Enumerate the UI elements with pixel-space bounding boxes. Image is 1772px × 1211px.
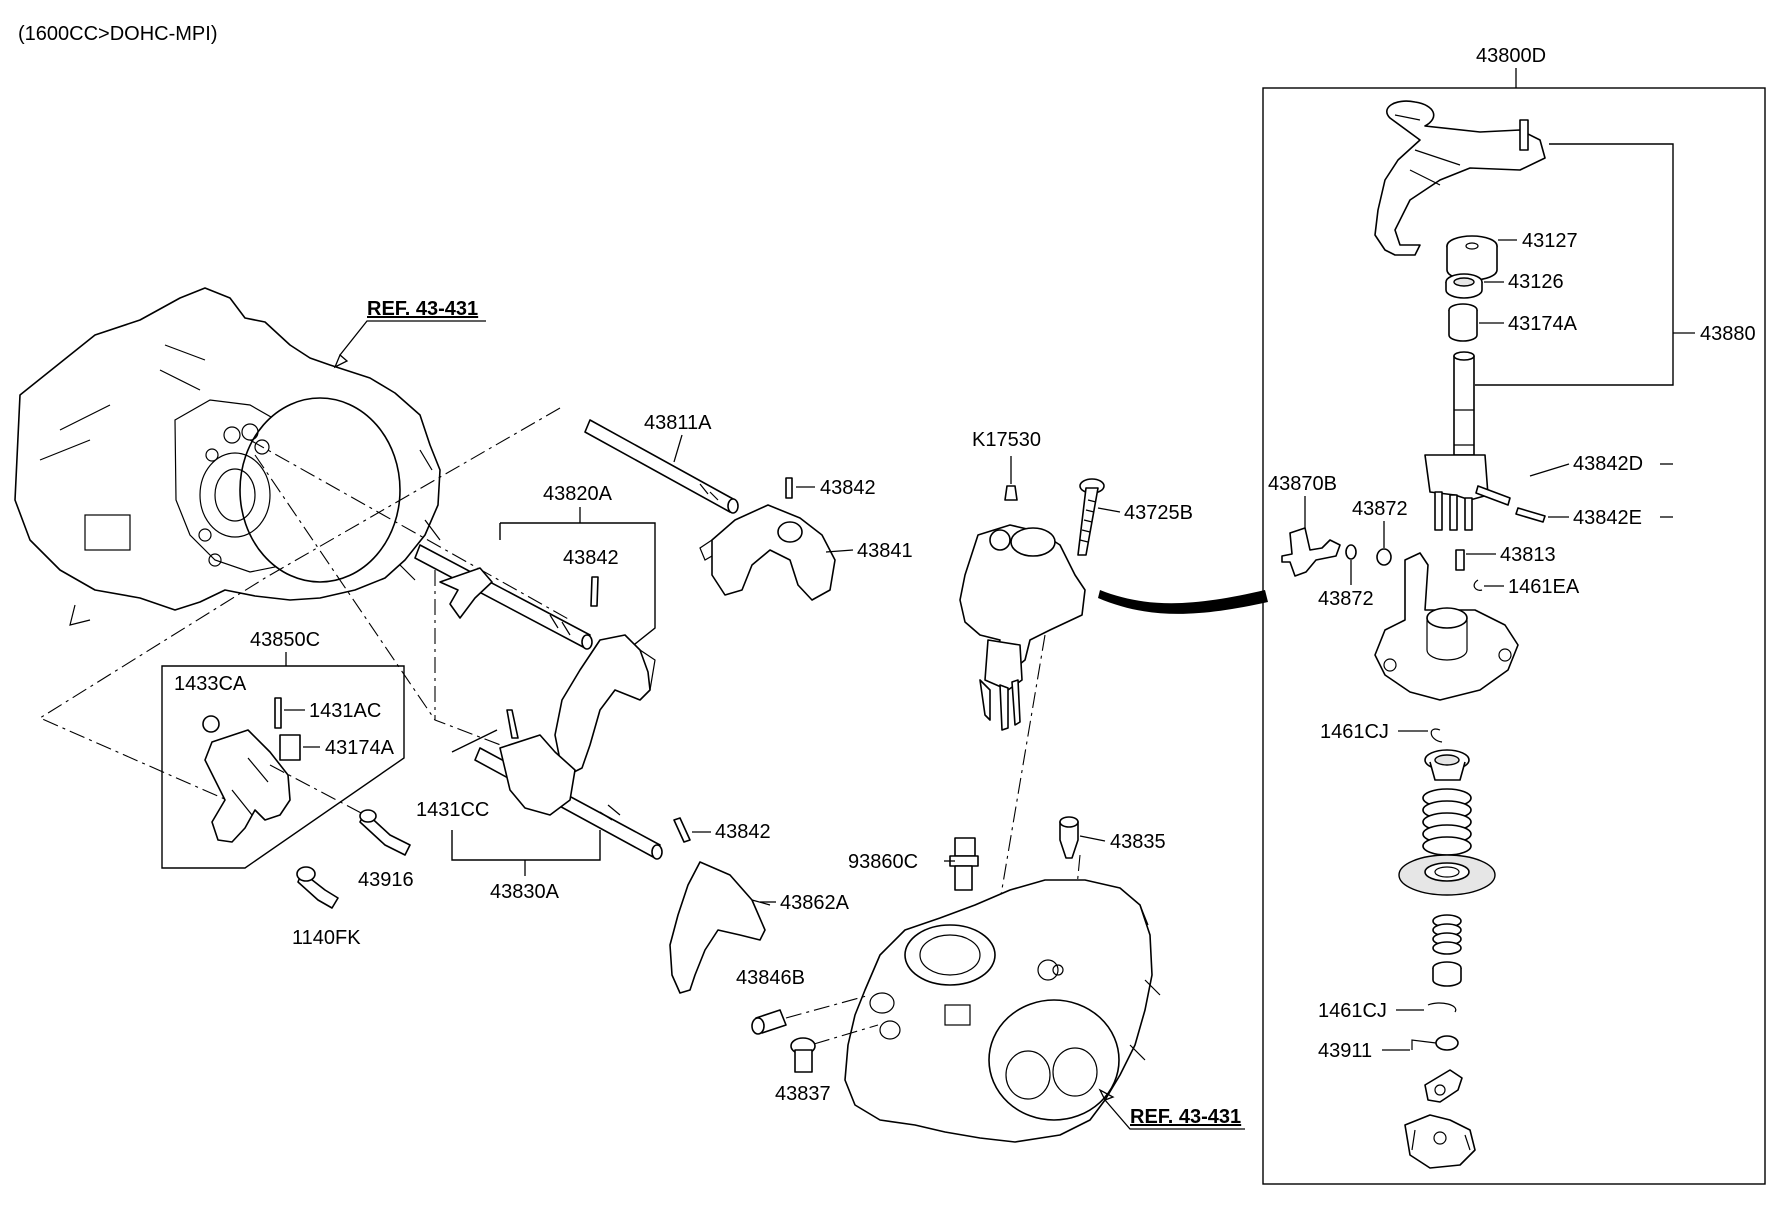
label-43830A[interactable]: 43830A (490, 881, 560, 903)
shift-lever-icon (1374, 100, 1546, 256)
shift-shaft-icon (1424, 351, 1489, 531)
label-43174A-left[interactable]: 43174A (325, 737, 395, 759)
shift-fork-icon (669, 861, 771, 994)
label-43911[interactable]: 43911 (1318, 1040, 1372, 1062)
label-43174A-right[interactable]: 43174A (1508, 313, 1578, 335)
coil-spring-icon (1432, 914, 1462, 955)
washer-icon (1398, 854, 1496, 896)
label-43862A[interactable]: 43862A (780, 892, 850, 914)
bushing-icon (1432, 961, 1462, 987)
label-43835[interactable]: 43835 (1110, 831, 1166, 853)
label-43842-b[interactable]: 43842 (563, 547, 619, 569)
label-43842-c[interactable]: 43842 (715, 821, 771, 843)
label-43811A[interactable]: 43811A (644, 412, 712, 434)
label-1431CC[interactable]: 1431CC (416, 799, 489, 821)
label-43837[interactable]: 43837 (775, 1083, 831, 1105)
shift-rail-icon (474, 709, 663, 860)
transmission-case-icon (844, 879, 1161, 1143)
label-43870B[interactable]: 43870B (1268, 473, 1337, 495)
seal-icon (1445, 273, 1483, 299)
label-43127[interactable]: 43127 (1522, 230, 1578, 252)
retainer-icon (1424, 749, 1470, 781)
label-1461CJ-b[interactable]: 1461CJ (1318, 1000, 1387, 1022)
shift-rail-icon (584, 419, 739, 514)
label-1461EA[interactable]: 1461EA (1508, 576, 1580, 598)
assembly-43800D-box (1262, 87, 1766, 1185)
bushing-icon (1448, 303, 1478, 342)
label-1461CJ-a[interactable]: 1461CJ (1320, 721, 1389, 743)
label-1431AC[interactable]: 1431AC (309, 700, 381, 722)
bolt-icon (790, 1037, 816, 1073)
shift-rail-icon (414, 544, 593, 650)
label-1140FK[interactable]: 1140FK (292, 927, 361, 949)
shift-lever-icon (1424, 1069, 1463, 1103)
torsion-spring-icon (1411, 1035, 1459, 1051)
label-43813[interactable]: 43813 (1500, 544, 1556, 566)
label-1433CA[interactable]: 1433CA (174, 673, 247, 695)
label-43820A[interactable]: 43820A (543, 483, 613, 505)
ref-top-label[interactable]: REF. 43-431 (367, 298, 478, 320)
label-43126[interactable]: 43126 (1508, 271, 1564, 293)
bushing-icon (1446, 235, 1498, 281)
bolt-icon (359, 809, 411, 856)
shift-lever-icon (1281, 527, 1341, 577)
sensor-icon (949, 837, 979, 891)
shift-control-housing-icon (959, 524, 1086, 731)
label-43872-a[interactable]: 43872 (1352, 498, 1408, 520)
label-43842-a[interactable]: 43842 (820, 477, 876, 499)
plug-icon (751, 1009, 787, 1035)
engine-label: (1600CC>DOHC-MPI) (18, 23, 217, 45)
label-43725B[interactable]: 43725B (1124, 502, 1193, 524)
label-43916[interactable]: 43916 (358, 869, 414, 891)
label-43841[interactable]: 43841 (857, 540, 913, 562)
label-K17530[interactable]: K17530 (972, 429, 1041, 451)
transmission-case-icon (14, 287, 441, 626)
bolt-icon (296, 866, 339, 909)
label-43850C[interactable]: 43850C (250, 629, 320, 651)
shift-fork-icon (554, 634, 656, 774)
shift-fork-icon (699, 504, 836, 601)
shift-fork-icon (204, 729, 291, 843)
coil-spring-icon (1422, 788, 1472, 856)
shift-control-housing-icon (1374, 552, 1519, 701)
label-43842D[interactable]: 43842D (1573, 453, 1643, 475)
plug-icon (1059, 816, 1079, 859)
label-43872-b[interactable]: 43872 (1318, 588, 1374, 610)
label-43800D[interactable]: 43800D (1476, 45, 1546, 67)
label-93860C[interactable]: 93860C (848, 851, 918, 873)
label-43842E[interactable]: 43842E (1573, 507, 1642, 529)
detent-bracket-icon (1404, 1114, 1476, 1169)
bolt-icon (1077, 478, 1105, 556)
ref-bottom-label[interactable]: REF. 43-431 (1130, 1106, 1241, 1128)
label-43846B[interactable]: 43846B (736, 967, 805, 989)
label-43880[interactable]: 43880 (1700, 323, 1756, 345)
